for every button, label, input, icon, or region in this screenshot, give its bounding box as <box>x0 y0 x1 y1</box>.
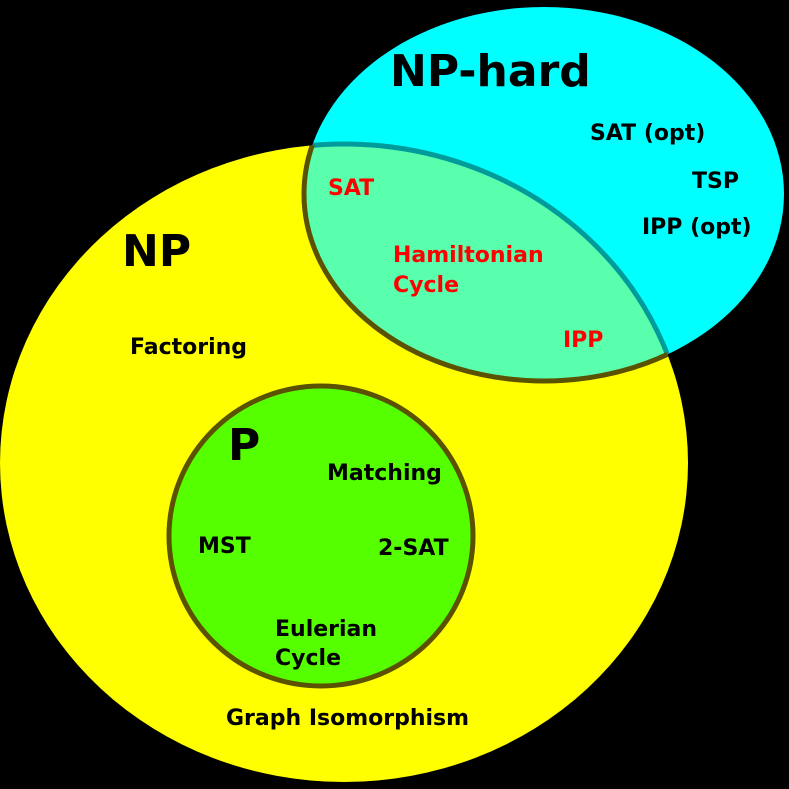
np-title: NP <box>122 226 192 277</box>
np-hard-item: TSP <box>692 169 739 194</box>
np-hard-item: IPP (opt) <box>642 215 752 240</box>
np-hard-title: NP-hard <box>390 46 591 97</box>
p-item: Matching <box>327 461 442 486</box>
np-complete-item: Cycle <box>393 273 459 298</box>
p-item: Cycle <box>275 646 341 671</box>
np-complete-item: Hamiltonian <box>393 243 544 268</box>
np-hard-outline-in-np <box>301 144 688 384</box>
p-region <box>166 383 476 689</box>
np-outline-in-np-hard <box>304 141 691 381</box>
np-complete-item: SAT <box>328 176 375 201</box>
np-item: Graph Isomorphism <box>226 706 470 731</box>
p-title: P <box>228 420 261 471</box>
np-hard-item: SAT (opt) <box>590 121 706 146</box>
p-item: Eulerian <box>275 617 378 642</box>
p-item: 2-SAT <box>378 536 449 561</box>
np-item: Factoring <box>130 335 248 360</box>
np-complete-item: IPP <box>563 328 604 353</box>
p-item: MST <box>198 534 251 559</box>
